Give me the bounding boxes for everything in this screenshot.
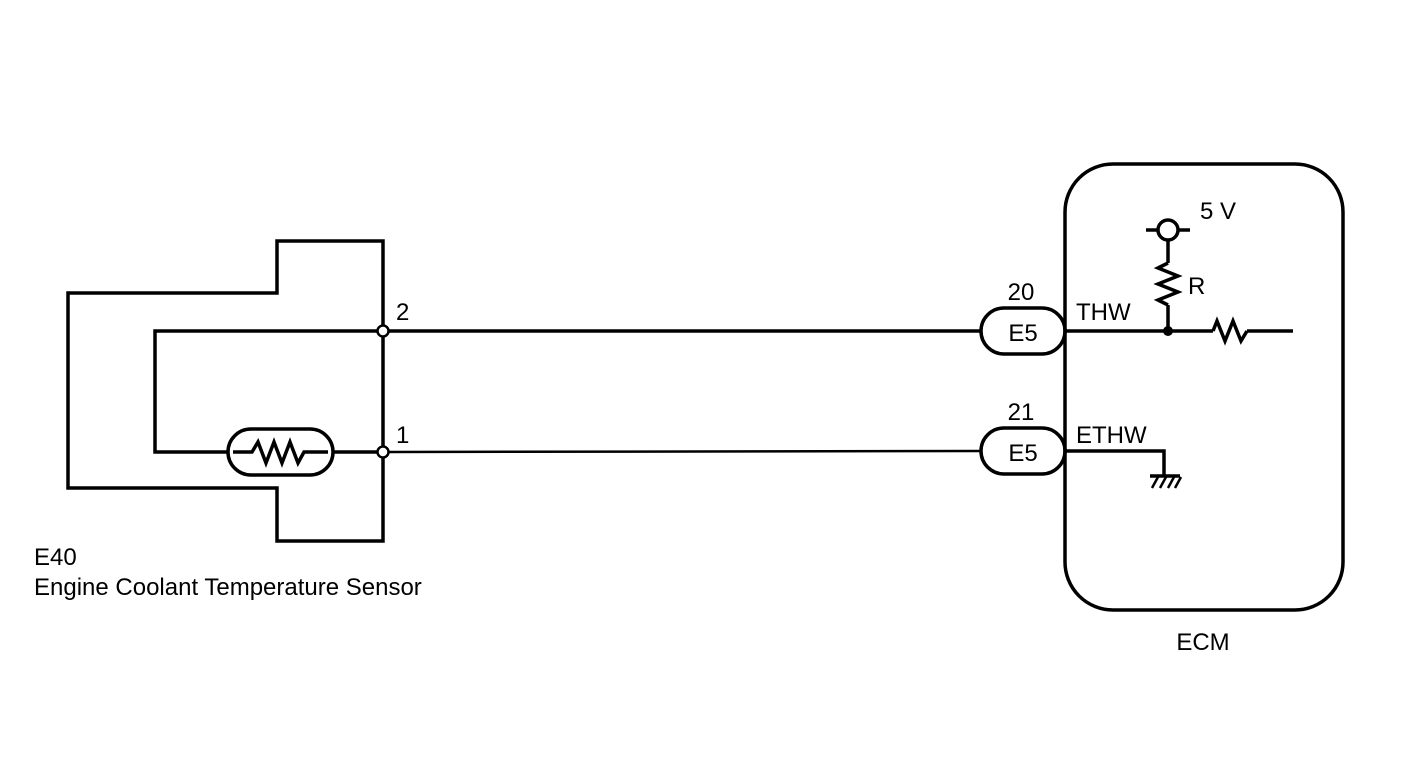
connector-e5-pin-21: E5 (979, 426, 1067, 476)
connector-pin-20-label: 20 (1008, 279, 1035, 306)
connector-code-upper: E5 (1008, 320, 1037, 347)
sensor-housing (66, 239, 385, 543)
pullup-resistor-icon (1153, 261, 1183, 307)
pin-2-label: 2 (396, 299, 409, 326)
ecm-label: ECM (1176, 629, 1229, 656)
sensor-internal-wire (153, 329, 383, 454)
thermistor-icon (226, 427, 335, 477)
connector-code-lower: E5 (1008, 440, 1037, 467)
resistor-r-label: R (1188, 273, 1205, 300)
connector-e5-pin-20: E5 (979, 306, 1067, 356)
pin-1-label: 1 (396, 422, 409, 449)
connector-pin-21-label: 21 (1008, 399, 1035, 426)
signal-ethw-label: ETHW (1076, 422, 1147, 449)
supply-5v-icon (1146, 218, 1190, 242)
ground-icon (1150, 474, 1183, 489)
ecm-ethw-line (1065, 449, 1166, 475)
supply-5v-label: 5 V (1200, 198, 1236, 225)
ecm-box (1063, 162, 1345, 612)
wire-ethw (388, 449, 982, 454)
sensor-code-label: E40 (34, 544, 77, 571)
sensor-name-label: Engine Coolant Temperature Sensor (34, 574, 422, 601)
signal-thw-label: THW (1076, 299, 1131, 326)
ecm-input-resistor-icon (1211, 316, 1249, 346)
pin-1-terminal (376, 445, 390, 459)
pin-2-terminal (376, 324, 390, 338)
